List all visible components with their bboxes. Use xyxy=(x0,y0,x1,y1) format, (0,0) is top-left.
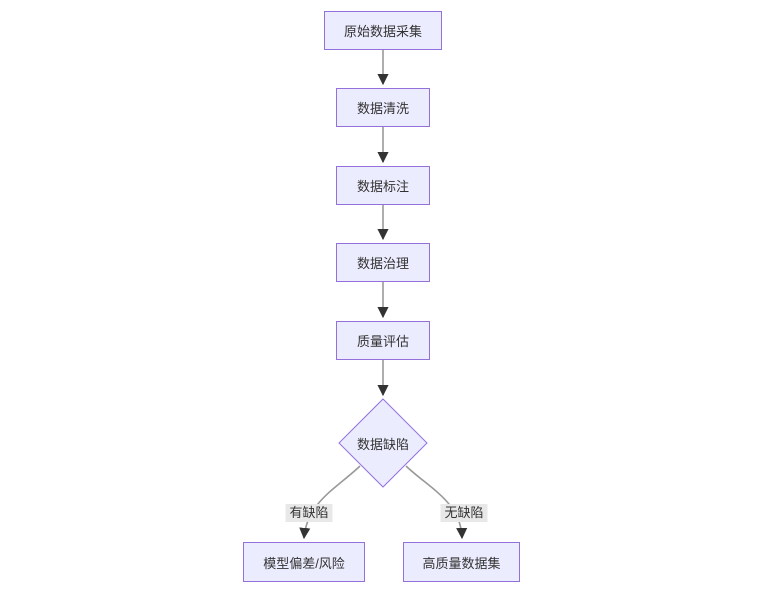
node-raw-data-collection: 原始数据采集 xyxy=(324,11,442,50)
edge-label-no-defect: 无缺陷 xyxy=(440,504,488,522)
node-high-quality-dataset: 高质量数据集 xyxy=(403,542,520,582)
node-data-cleaning: 数据清洗 xyxy=(336,88,430,127)
edge-defect-to-risk xyxy=(299,465,361,540)
node-data-governance: 数据治理 xyxy=(336,243,430,282)
edge-label-has-defect: 有缺陷 xyxy=(285,504,333,522)
node-data-defect-label: 数据缺陷 xyxy=(356,436,409,452)
decision-diamond-shape xyxy=(338,398,428,488)
edge-defect-to-dataset xyxy=(405,465,468,540)
node-quality-assessment: 质量评估 xyxy=(336,321,430,360)
node-data-annotation: 数据标注 xyxy=(336,166,430,205)
node-model-bias-risk: 模型偏差/风险 xyxy=(243,542,365,582)
